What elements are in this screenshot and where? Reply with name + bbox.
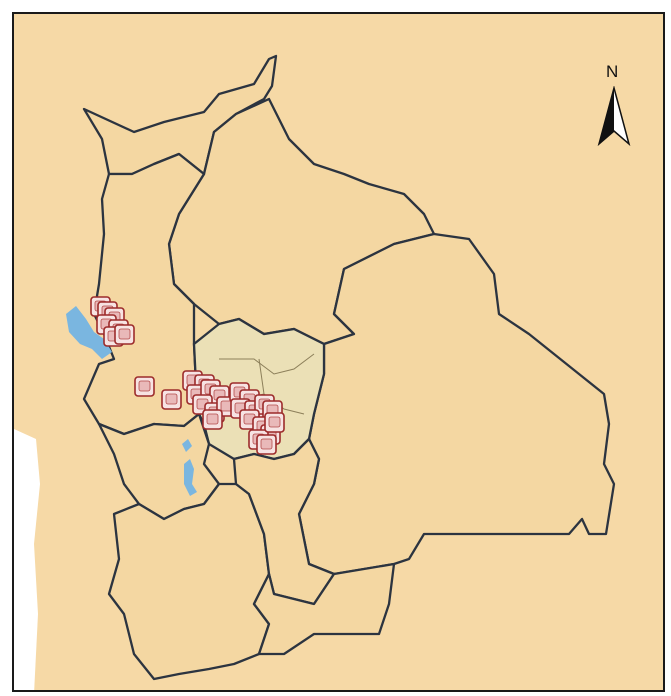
lake-titicaca (66, 306, 112, 359)
subdivision-line (219, 353, 315, 375)
lake-poopo (184, 459, 197, 496)
north-label: N (606, 62, 619, 81)
site-marker-icon[interactable] (256, 434, 277, 455)
map-canvas[interactable] (14, 14, 665, 692)
north-arrow-icon (597, 86, 631, 147)
outside-region (14, 429, 40, 690)
site-marker-icon[interactable] (161, 389, 182, 410)
site-marker-icon[interactable] (134, 376, 155, 397)
region-tarija (252, 562, 396, 656)
site-markers (90, 296, 285, 455)
region-potosi (107, 482, 271, 681)
lake-small (182, 439, 192, 452)
site-marker-icon[interactable] (202, 409, 223, 430)
map-frame: N (12, 12, 665, 692)
site-marker-icon[interactable] (264, 412, 285, 433)
site-marker-icon[interactable] (114, 324, 135, 345)
region-santa-cruz (297, 232, 616, 576)
region-chuquisaca (232, 437, 336, 606)
